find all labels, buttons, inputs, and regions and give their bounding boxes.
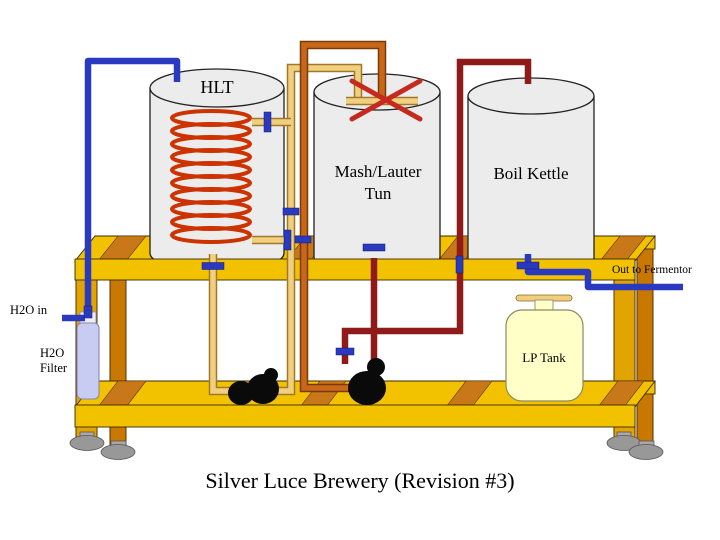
h2o-filter-label-line2: Filter (40, 361, 68, 375)
coil-inlet-valve (263, 111, 272, 133)
mash-tun-label-line1: Mash/Lauter (335, 162, 422, 181)
mash-tun-drain-valve (362, 243, 386, 252)
frame-feet (69, 431, 664, 460)
hlt-label: HLT (200, 77, 233, 97)
wort-line-valve (455, 255, 464, 274)
pump-1 (228, 368, 279, 405)
lp-tank (505, 294, 584, 402)
heating-coil (170, 109, 252, 244)
pump-inlet-valve (335, 347, 355, 356)
lp-tank-label: LP Tank (522, 350, 566, 365)
kettle-drain-valve (516, 261, 540, 270)
mash-tun-label-line2: Tun (365, 184, 392, 203)
boil-kettle-label: Boil Kettle (493, 164, 568, 183)
riser-valve-2 (294, 235, 312, 244)
filter-inlet-fitting (83, 305, 93, 319)
water-filter (76, 311, 100, 400)
hot-liquor-pipe (208, 63, 363, 396)
h2o-in-label: H2O in (10, 303, 48, 317)
hlt-tank (149, 68, 285, 273)
frame-leg-back-right (636, 247, 654, 449)
recirculation-pipe (299, 40, 387, 393)
riser-valve (282, 207, 300, 216)
pump-2 (348, 358, 386, 405)
h2o-filter-label-line1: H2O (40, 346, 64, 360)
valve-fittings (83, 111, 540, 356)
coil-outlet-valve (283, 229, 292, 251)
diagram-title: Silver Luce Brewery (Revision #3) (205, 468, 514, 493)
mixer-blades (349, 78, 423, 122)
wort-pipe (341, 58, 532, 372)
hlt-drain-valve (201, 262, 225, 270)
out-to-fermentor-label: Out to Fermentor (612, 264, 692, 276)
cold-water-pipe (62, 57, 181, 322)
